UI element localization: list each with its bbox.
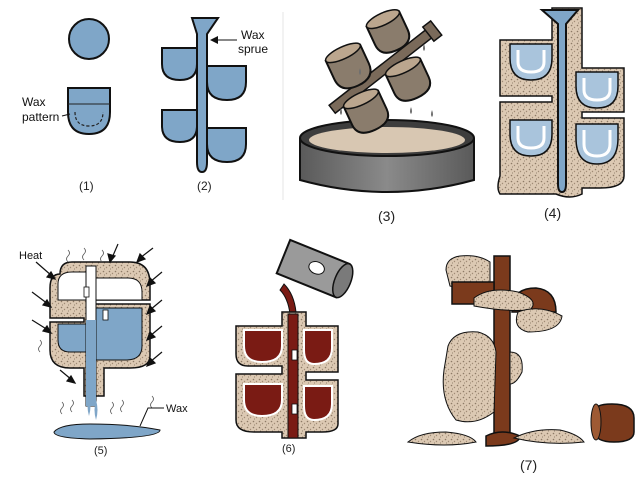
sand-debris-left: [406, 431, 477, 446]
step-6-pouring: (6): [235, 238, 354, 455]
coated-sprue: [539, 9, 581, 194]
wax-sprue: [190, 17, 220, 174]
wax-pattern-label: Wax: [22, 95, 46, 109]
wax-pattern-top-view: [68, 18, 110, 60]
step-1-wax-pattern: Wax pattern (1): [22, 18, 111, 193]
step-4-number: (4): [544, 205, 561, 221]
wax-sprue-label-2: sprue: [238, 42, 268, 56]
cast-part-separated: [593, 403, 635, 443]
wax-label: Wax: [166, 403, 188, 415]
step-4-coated-tree: (4): [497, 7, 625, 221]
step-7-shakeout: (7): [406, 255, 635, 473]
step-5-dewaxing: Heat Wax (5): [19, 243, 188, 457]
wax-pattern-label-2: pattern: [22, 110, 59, 124]
step-2-wax-tree: Wax sprue (2): [161, 17, 268, 193]
step-1-number: (1): [79, 179, 94, 193]
step-3-dipping: (3): [299, 9, 475, 224]
wax-pattern-side-view: [67, 87, 111, 136]
sand-debris-right: [512, 429, 585, 444]
step-6-number: (6): [282, 443, 295, 455]
melted-wax-pool: [53, 423, 161, 440]
cast-metal-tree: [493, 255, 511, 443]
slurry-surface: [309, 127, 465, 153]
step-3-number: (3): [378, 208, 395, 224]
step-7-number: (7): [520, 457, 537, 473]
step-2-number: (2): [197, 179, 212, 193]
step-5-number: (5): [94, 445, 107, 457]
wax-sprue-label: Wax: [241, 28, 265, 42]
heat-label: Heat: [19, 250, 42, 262]
